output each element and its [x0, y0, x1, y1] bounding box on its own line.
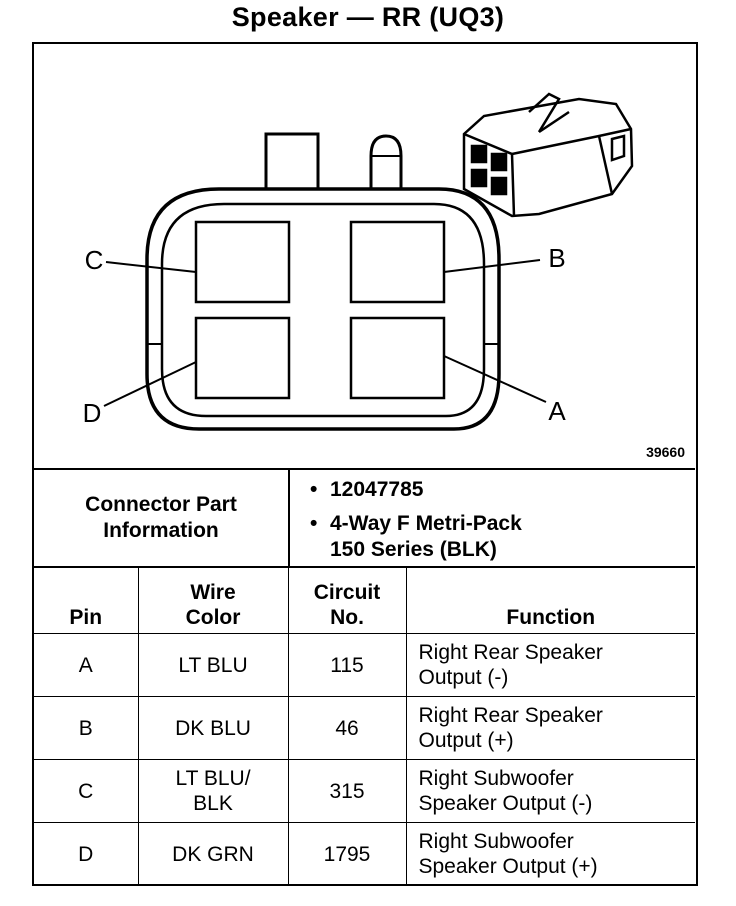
bullet-icon: •	[310, 478, 318, 501]
cavity-c	[194, 220, 291, 304]
table-row: A LT BLU 115 Right Rear Speaker Output (…	[34, 633, 695, 697]
header-pin: Pin	[34, 568, 139, 634]
cell-pin: A	[34, 633, 139, 697]
pin-label-d: D	[83, 398, 102, 428]
figure-number: 39660	[646, 444, 685, 460]
cell-circuit: 115	[287, 633, 407, 697]
cavity-d	[194, 316, 291, 400]
leader-line-d	[103, 361, 197, 407]
leader-line-a	[443, 355, 547, 403]
cell-pin: C	[34, 759, 139, 823]
pin-label-c: C	[85, 245, 104, 275]
cell-wire-color: LT BLU/ BLK	[137, 759, 289, 823]
connector-body-inner	[160, 202, 486, 418]
cell-circuit: 1795	[287, 822, 407, 885]
bullet-icon: •	[310, 512, 318, 535]
pin-label-b: B	[548, 243, 565, 273]
info-item-part-number: • 12047785	[310, 478, 424, 501]
cell-circuit: 46	[287, 696, 407, 760]
connector-diagram: C B D A 39660	[34, 44, 695, 468]
cell-wire-color: DK GRN	[137, 822, 289, 885]
page-title: Speaker — RR (UQ3)	[231, 2, 505, 32]
header-wire-color: Wire Color	[137, 568, 289, 634]
cell-function: Right Subwoofer Speaker Output (+)	[405, 822, 695, 885]
table-row: C LT BLU/ BLK 315 Right Subwoofer Speake…	[34, 759, 695, 823]
pin-label-a: A	[548, 396, 566, 426]
connector-part-info-label: Connector Part Information	[34, 470, 290, 566]
header-circuit-no: Circuit No.	[287, 568, 407, 634]
connector-isometric-sketch	[462, 92, 634, 218]
info-item-type: • 4-Way F Metri-Pack	[310, 512, 522, 535]
table-header-row: Pin Wire Color Circuit No. Function	[34, 568, 695, 634]
connector-part-info: Connector Part Information • 12047785 • …	[34, 468, 695, 568]
table-row: D DK GRN 1795 Right Subwoofer Speaker Ou…	[34, 822, 695, 885]
cell-pin: B	[34, 696, 139, 760]
header-function: Function	[405, 568, 695, 634]
connector-part-info-list: • 12047785 • 4-Way F Metri-Pack 150 Seri…	[290, 470, 694, 566]
connector-face-drawing: C B D A	[83, 92, 634, 431]
cell-wire-color: DK BLU	[137, 696, 289, 760]
cell-function: Right Rear Speaker Output (+)	[405, 696, 695, 760]
cell-function: Right Rear Speaker Output (-)	[405, 633, 695, 697]
connector-latch-tab	[264, 132, 320, 196]
table-row: B DK BLU 46 Right Rear Speaker Output (+…	[34, 696, 695, 760]
cell-pin: D	[34, 822, 139, 885]
leader-line-b	[443, 259, 541, 273]
cavity-a	[349, 316, 446, 400]
pin-table: Pin Wire Color Circuit No. Function A LT…	[34, 568, 695, 885]
cell-function: Right Subwoofer Speaker Output (-)	[405, 759, 695, 823]
cavity-b	[349, 220, 446, 304]
cell-wire-color: LT BLU	[137, 633, 289, 697]
info-item-series: 150 Series (BLK)	[330, 538, 497, 561]
cell-circuit: 315	[287, 759, 407, 823]
connector-frame: C B D A 39660 Connector Part Infor	[32, 42, 698, 886]
leader-line-c	[105, 261, 197, 273]
